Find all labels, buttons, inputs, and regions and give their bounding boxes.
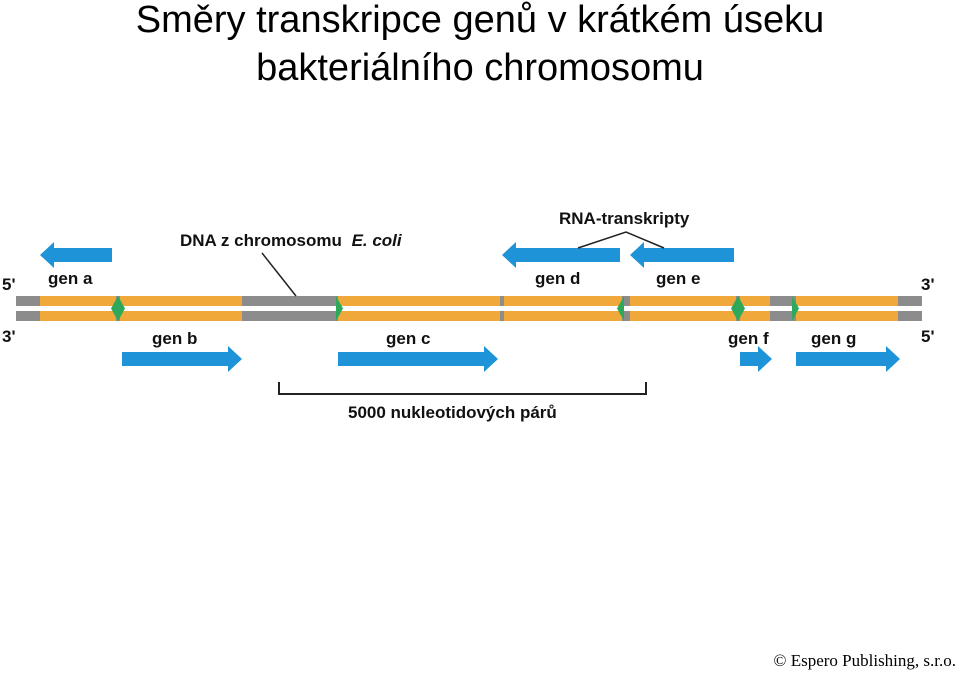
dna-callout-species: E. coli xyxy=(352,231,403,250)
dna-callout-text: DNA z chromosomu xyxy=(180,231,342,250)
page-title: Směry transkripce genů v krátkém úseku b… xyxy=(0,0,960,92)
dna-callout-line xyxy=(261,252,297,297)
promoter-marker xyxy=(111,296,125,321)
bottom-left-end-label: 3' xyxy=(2,327,16,346)
gene-label-a: gen a xyxy=(48,269,93,288)
segment-gene-c-bottom xyxy=(338,311,500,321)
arrow-gene-d xyxy=(502,242,620,268)
scale-bar xyxy=(278,382,647,395)
gene-label-b: gen b xyxy=(152,329,197,348)
segment-gene-c-top xyxy=(338,296,500,306)
rna-callout-label: RNA-transkripty xyxy=(559,209,690,228)
dna-callout-label: DNA z chromosomu E. coli xyxy=(180,231,403,250)
title-line-1: Směry transkripce genů v krátkém úseku xyxy=(135,0,825,41)
promoter-marker xyxy=(336,296,343,321)
segment-gene-a-bottom xyxy=(40,311,116,321)
promoters xyxy=(111,296,799,321)
arrow-gene-f xyxy=(740,346,772,372)
promoter-marker xyxy=(792,296,799,321)
promoter-marker xyxy=(617,296,624,321)
bottom-right-end-label: 5' xyxy=(921,327,935,346)
segment-gene-g-top xyxy=(796,296,898,306)
segment-gene-d-bottom xyxy=(504,311,622,321)
top-right-end-label: 3' xyxy=(921,275,935,294)
arrow-gene-g xyxy=(796,346,900,372)
gene-label-d: gen d xyxy=(535,269,580,288)
gene-label-e: gen e xyxy=(656,269,700,288)
gene-label-c: gen c xyxy=(386,329,430,348)
arrow-gene-c xyxy=(338,346,498,372)
title-line-2: bakteriálního chromosomu xyxy=(256,47,704,89)
transcript-arrows xyxy=(40,242,900,372)
promoter-marker xyxy=(731,296,745,321)
gene-label-g: gen g xyxy=(811,329,856,348)
arrow-gene-e xyxy=(630,242,734,268)
scale-bar-label: 5000 nukleotidových párů xyxy=(348,403,557,422)
gene-segments xyxy=(40,296,898,321)
segment-gene-b-top xyxy=(120,296,242,306)
segment-gene-g-bottom xyxy=(796,311,898,321)
segment-gene-a-top xyxy=(40,296,116,306)
gene-label-f: gen f xyxy=(728,329,769,348)
top-left-end-label: 5' xyxy=(2,275,16,294)
segment-gene-b-bottom xyxy=(120,311,242,321)
segment-gene-e-bottom xyxy=(630,311,736,321)
segment-gene-f-bottom xyxy=(740,311,770,321)
arrow-gene-b xyxy=(122,346,242,372)
arrow-gene-a xyxy=(40,242,112,268)
rna-callout-lines xyxy=(577,231,665,249)
segment-gene-d-top xyxy=(504,296,622,306)
segment-gene-f-top xyxy=(740,296,770,306)
segment-gene-e-top xyxy=(630,296,736,306)
copyright-notice: © Espero Publishing, s.r.o. xyxy=(773,651,956,670)
